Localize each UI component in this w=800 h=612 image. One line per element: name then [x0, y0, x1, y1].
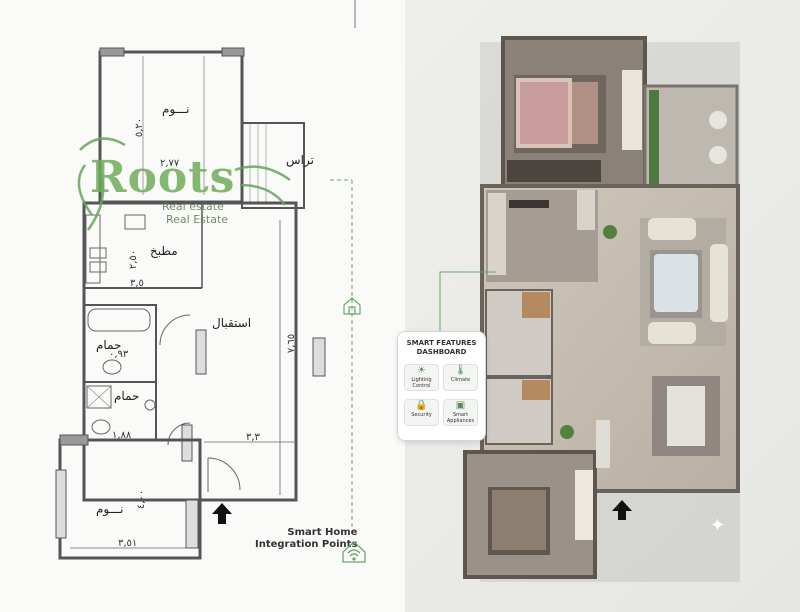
thermometer-icon: 🌡: [454, 365, 467, 376]
plan-drawing: [55, 0, 361, 560]
entrance-arrow-icon: [612, 500, 632, 520]
logo-tagline-2: Real Estate: [166, 213, 229, 226]
room-label-terrace: تراس: [286, 153, 314, 167]
smart-home-label: Smart Home Integration Points: [255, 527, 357, 551]
dim-bath-1: ٠,٩٣: [109, 349, 129, 360]
room-label-bath-2: حمام: [114, 389, 140, 403]
tile-label: Security: [411, 412, 432, 418]
tile-smart-appliances[interactable]: ▣ Smart Appliances: [443, 399, 478, 426]
tile-label: Smart Appliances: [446, 412, 475, 424]
smart-home-label-line-2: Integration Points: [255, 539, 358, 550]
tile-security[interactable]: 🔒 Security: [404, 399, 439, 426]
tile-label: Climate: [450, 377, 471, 383]
room-label-bedroom-top: نـــوم: [162, 102, 190, 116]
dashboard-title-line-2: DASHBOARD: [416, 348, 467, 356]
tile-climate[interactable]: 🌡 Climate: [443, 364, 478, 391]
smart-features-dashboard: SMART FEATURES DASHBOARD ☀ Lighting Cont…: [397, 331, 486, 441]
smart-home-label-line-1: Smart Home: [287, 527, 358, 538]
washing-machine-icon: ▣: [455, 400, 466, 411]
light-bulb-icon: ☀: [417, 365, 426, 376]
dim-bedroom-bottom-width: ٣,٥١: [118, 538, 138, 549]
room-label-kitchen: مطبخ: [150, 244, 178, 258]
logo-tagline-1: Real estate: [162, 200, 224, 213]
sparkle-icon: ✦: [710, 515, 726, 536]
room-label-bedroom-bottom: نـــوم: [96, 502, 124, 516]
dim-bedroom-top-width: ٢,٧٧: [160, 158, 180, 169]
dashboard-title: SMART FEATURES DASHBOARD: [398, 339, 485, 357]
lock-icon: 🔒: [415, 400, 428, 411]
room-label-reception: استقبال: [212, 316, 252, 330]
room-label-bath-1: حمام: [96, 338, 122, 352]
tile-label: Lighting Control: [411, 377, 432, 389]
dim-bath-2: ١,٨٨: [112, 430, 132, 441]
tile-lighting-control[interactable]: ☀ Lighting Control: [404, 364, 439, 391]
dim-reception-width: ٣,٣: [246, 432, 260, 443]
logo-wordmark: Roots: [90, 152, 236, 203]
dashboard-title-line-1: SMART FEATURES: [406, 339, 477, 347]
dim-kitchen-width: ٣,٥: [130, 278, 144, 289]
